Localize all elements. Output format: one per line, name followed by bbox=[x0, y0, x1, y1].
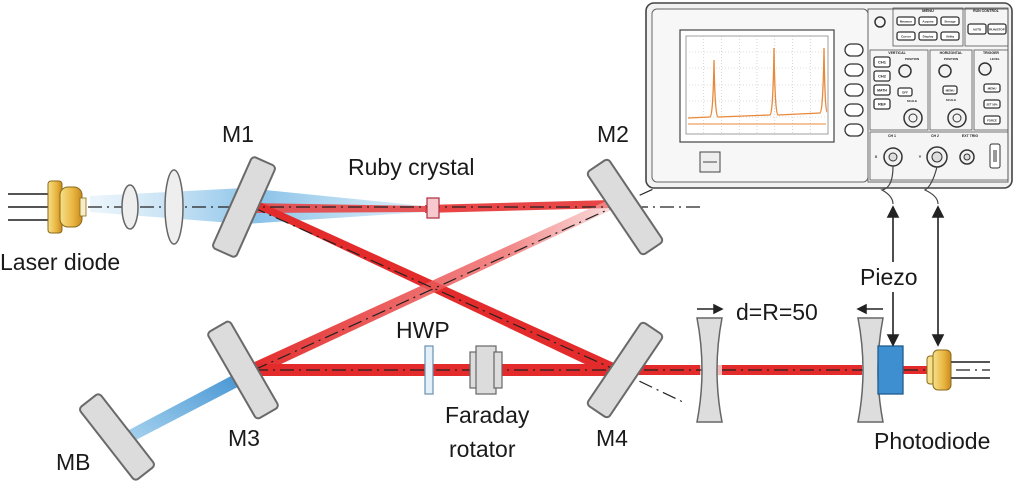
mirror-mb bbox=[79, 393, 155, 481]
display-button-label: Display bbox=[923, 35, 934, 39]
menu-buttons: Measure Acquire Storage Cursor Display U… bbox=[896, 16, 960, 41]
ch1-cable bbox=[880, 165, 894, 205]
trigger-force-label: FORCE bbox=[987, 119, 997, 123]
run-control-header: RUN CONTROL bbox=[973, 9, 1000, 13]
ruby-crystal bbox=[426, 197, 440, 219]
ext-trig-bnc-connector bbox=[959, 149, 975, 165]
faraday-rotator bbox=[469, 345, 503, 395]
diagram-labels: M1 M2 M3 M4 MB Laser diode Ruby crystal … bbox=[0, 121, 990, 475]
label-laser-diode: Laser diode bbox=[0, 249, 120, 275]
m3-to-m2-beam bbox=[248, 202, 624, 372]
soft-keys bbox=[844, 43, 864, 137]
vertical-scale-label: SCALE bbox=[907, 99, 917, 103]
signal-arrows bbox=[886, 205, 945, 347]
acquire-button-label: Acquire bbox=[922, 20, 934, 24]
label-photodiode: Photodiode bbox=[874, 428, 990, 454]
mb-leak-beam bbox=[125, 366, 255, 442]
vertical-header: VERTICAL bbox=[888, 51, 906, 55]
trigger-level-label: LEVEL bbox=[990, 57, 1000, 61]
mirror-m2 bbox=[586, 158, 664, 256]
label-m4: M4 bbox=[596, 425, 628, 451]
cursor-button-label: Cursor bbox=[901, 35, 912, 39]
ch1-bnc-connector bbox=[883, 147, 903, 167]
measure-button-label: Measure bbox=[900, 20, 913, 24]
x-connector-label: X bbox=[875, 154, 878, 159]
vertical-position-label: POSITION bbox=[905, 57, 919, 61]
ch1-button-label: CH1 bbox=[878, 60, 887, 65]
horizontal-position-label: POSITION bbox=[944, 57, 958, 61]
label-piezo: Piezo bbox=[860, 264, 918, 290]
m3-to-m4-beam bbox=[252, 364, 617, 376]
oscilloscope: MENU Measure Acquire Storage Cursor Disp… bbox=[645, 2, 1013, 205]
ch2-bnc-connector bbox=[926, 146, 948, 168]
trigger-set-label: SET 50% bbox=[987, 103, 999, 107]
ruby-to-m2-beam bbox=[425, 200, 612, 213]
label-hwp: HWP bbox=[396, 317, 450, 343]
horizontal-scale-label: SCALE bbox=[946, 98, 956, 102]
channel-buttons: CH1 CH2 MATH REF bbox=[873, 56, 891, 110]
focusing-lens bbox=[164, 169, 184, 245]
mirror-m1 bbox=[212, 156, 276, 258]
piezo-element bbox=[877, 345, 904, 395]
label-m3: M3 bbox=[228, 425, 260, 451]
mirror-m4 bbox=[586, 321, 664, 419]
label-m1: M1 bbox=[222, 121, 254, 147]
run-stop-button-label: RUN/STOP bbox=[989, 28, 1004, 32]
collimating-lens-small bbox=[121, 184, 139, 230]
menu-header: MENU bbox=[922, 8, 934, 13]
horizontal-scale-knob bbox=[947, 108, 967, 128]
label-faraday-line1: Faraday bbox=[445, 402, 530, 428]
vertical-scale-knob bbox=[903, 108, 923, 128]
ch1-connector-label: CH 1 bbox=[888, 134, 896, 138]
horizontal-menu-label: MENU bbox=[946, 89, 955, 93]
ch2-cable bbox=[923, 166, 939, 205]
label-distance: d=R=50 bbox=[736, 299, 818, 325]
auto-button-label: AUTO bbox=[973, 28, 982, 32]
ch2-button-label: CH2 bbox=[878, 74, 887, 79]
ref-button-label: REF bbox=[878, 102, 887, 107]
photodiode bbox=[926, 349, 990, 391]
ext-trig-label: EXT TRIG bbox=[962, 134, 978, 138]
output-coupler-left bbox=[696, 317, 723, 423]
distance-markers bbox=[697, 303, 883, 315]
utility-button-label: Utility bbox=[946, 35, 955, 39]
power-icon bbox=[874, 16, 886, 28]
oscilloscope-screen bbox=[679, 29, 835, 143]
trigger-level-knob bbox=[978, 62, 992, 76]
half-wave-plate bbox=[424, 345, 434, 395]
math-button-label: MATH bbox=[877, 89, 887, 93]
mirror-m3 bbox=[207, 320, 279, 420]
vertical-position-knob bbox=[898, 64, 912, 78]
label-m2: M2 bbox=[597, 121, 629, 147]
label-mb: MB bbox=[56, 449, 91, 475]
y-connector-label: Y bbox=[919, 154, 922, 159]
output-coupler-right bbox=[857, 317, 884, 423]
trigger-header: TRIGGER bbox=[983, 51, 999, 55]
horizontal-position-knob bbox=[938, 64, 952, 78]
laser-diode bbox=[8, 180, 87, 234]
label-ruby-crystal: Ruby crystal bbox=[348, 154, 475, 180]
scope-trace bbox=[687, 47, 828, 119]
off-button-label: OFF bbox=[902, 91, 908, 95]
label-faraday-line2: rotator bbox=[449, 436, 516, 462]
horizontal-header: HORIZONTAL bbox=[940, 51, 964, 55]
m1-to-ruby-beam bbox=[250, 203, 425, 213]
ch2-connector-label: CH 2 bbox=[931, 134, 939, 138]
output-beam bbox=[612, 365, 862, 375]
trigger-menu-label: MENU bbox=[988, 87, 997, 91]
storage-button-label: Storage bbox=[944, 20, 956, 24]
